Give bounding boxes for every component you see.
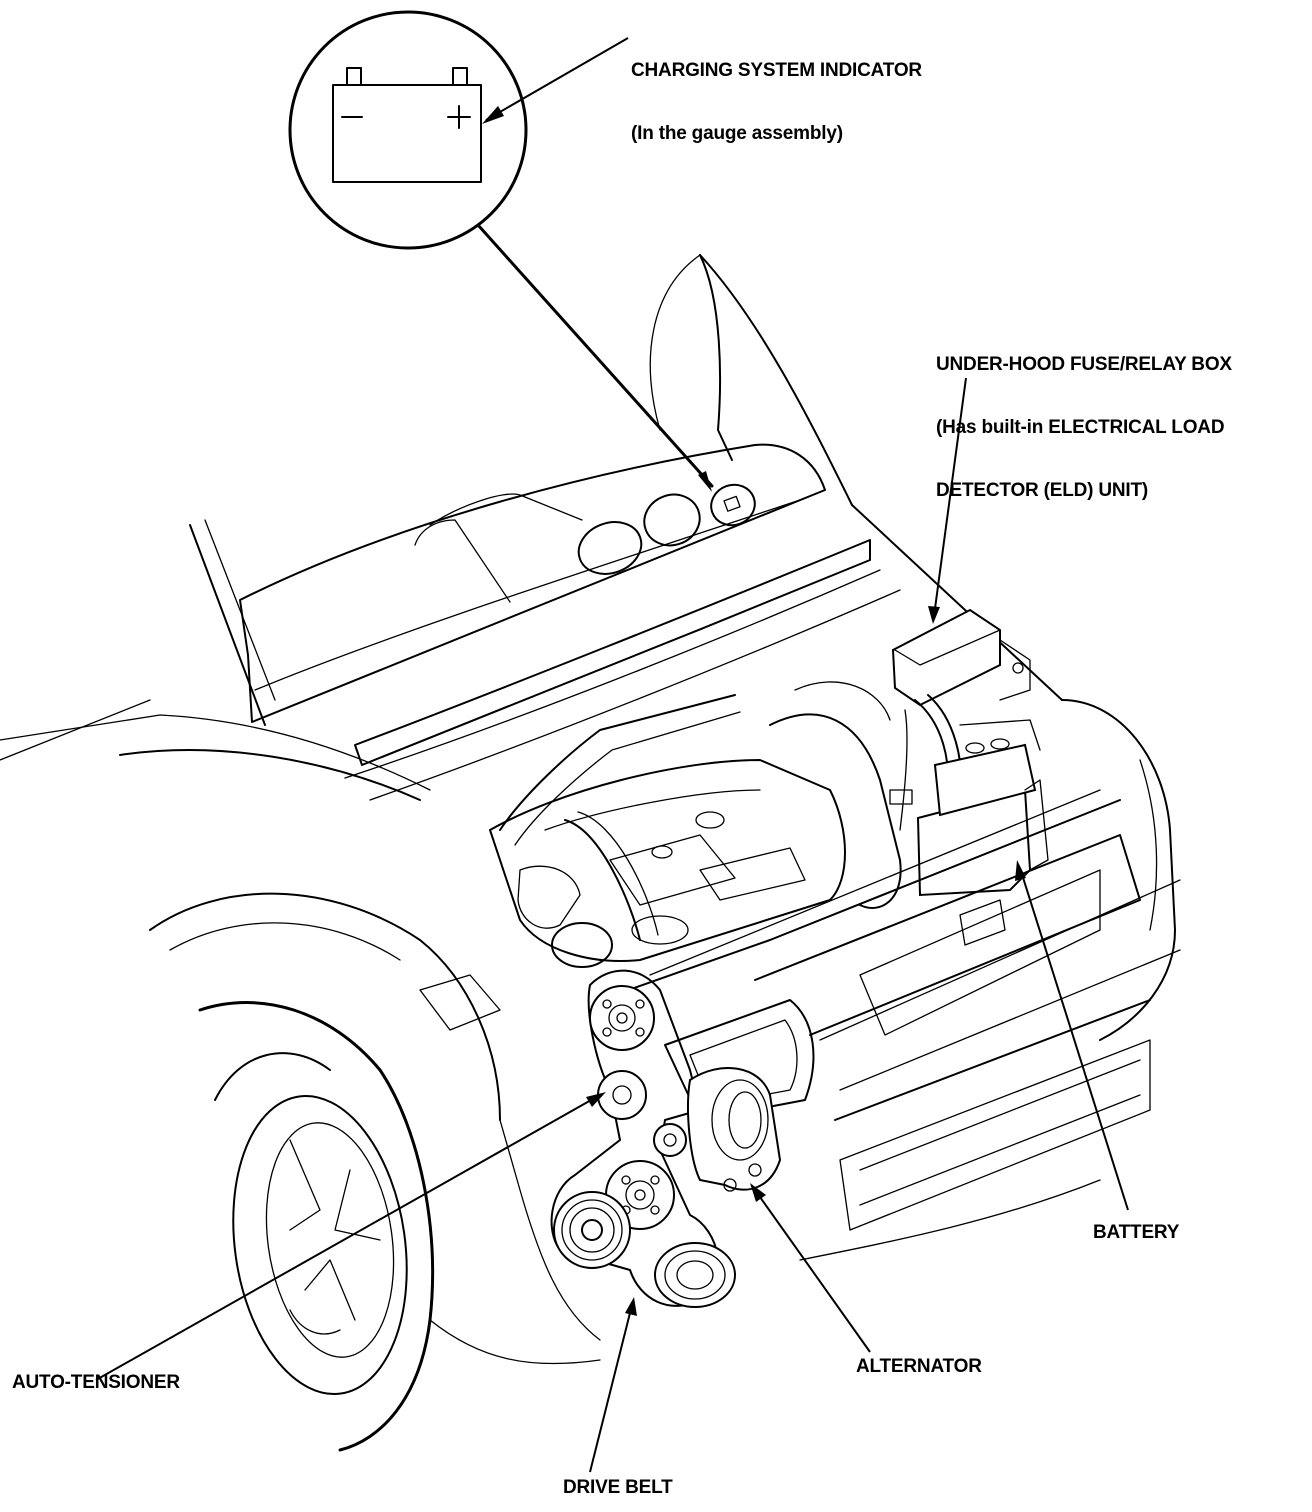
auto-tensioner-pulley	[597, 1070, 647, 1120]
body-pillars	[0, 519, 431, 801]
battery-warning-icon	[332, 67, 482, 183]
charging-indicator-inset	[288, 10, 714, 492]
hood	[649, 254, 1063, 701]
battery-label: BATTERY	[1093, 1222, 1180, 1243]
fuse-box-note-2: DETECTOR (ELD) UNIT)	[936, 480, 1149, 501]
drive-belt-label: DRIVE BELT	[563, 1477, 673, 1498]
idler-pulley	[589, 985, 655, 1051]
front-fascia	[599, 699, 1181, 1261]
charging-indicator-subtitle: (In the gauge assembly)	[631, 123, 843, 144]
battery	[916, 719, 1049, 897]
charging-indicator-title: CHARGING SYSTEM INDICATOR	[631, 60, 922, 81]
fuse-box-title: UNDER-HOOD FUSE/RELAY BOX	[936, 354, 1232, 375]
cowl-panel	[344, 539, 901, 801]
alternator-label: ALTERNATOR	[856, 1356, 982, 1377]
leader-lines	[95, 37, 1129, 1473]
fuse-box-note-1: (Has built-in ELECTRICAL LOAD	[936, 417, 1225, 438]
under-hood-fuse-relay-box	[889, 608, 1031, 831]
engine	[489, 681, 902, 968]
auto-tensioner-label: AUTO-TENSIONER	[12, 1372, 180, 1393]
dashboard	[239, 443, 826, 723]
alternator-unit	[653, 1067, 782, 1192]
gauge-assembly	[577, 483, 756, 575]
charging-indicator-label: CHARGING SYSTEM INDICATOR (In the gauge …	[631, 18, 922, 186]
fender-and-wheel	[149, 892, 601, 1452]
crankshaft-pulley	[553, 1191, 631, 1269]
ac-compressor-pulley	[654, 1242, 736, 1308]
fuse-box-label: UNDER-HOOD FUSE/RELAY BOX (Has built-in …	[936, 312, 1232, 543]
drive-belt-system	[550, 969, 782, 1308]
